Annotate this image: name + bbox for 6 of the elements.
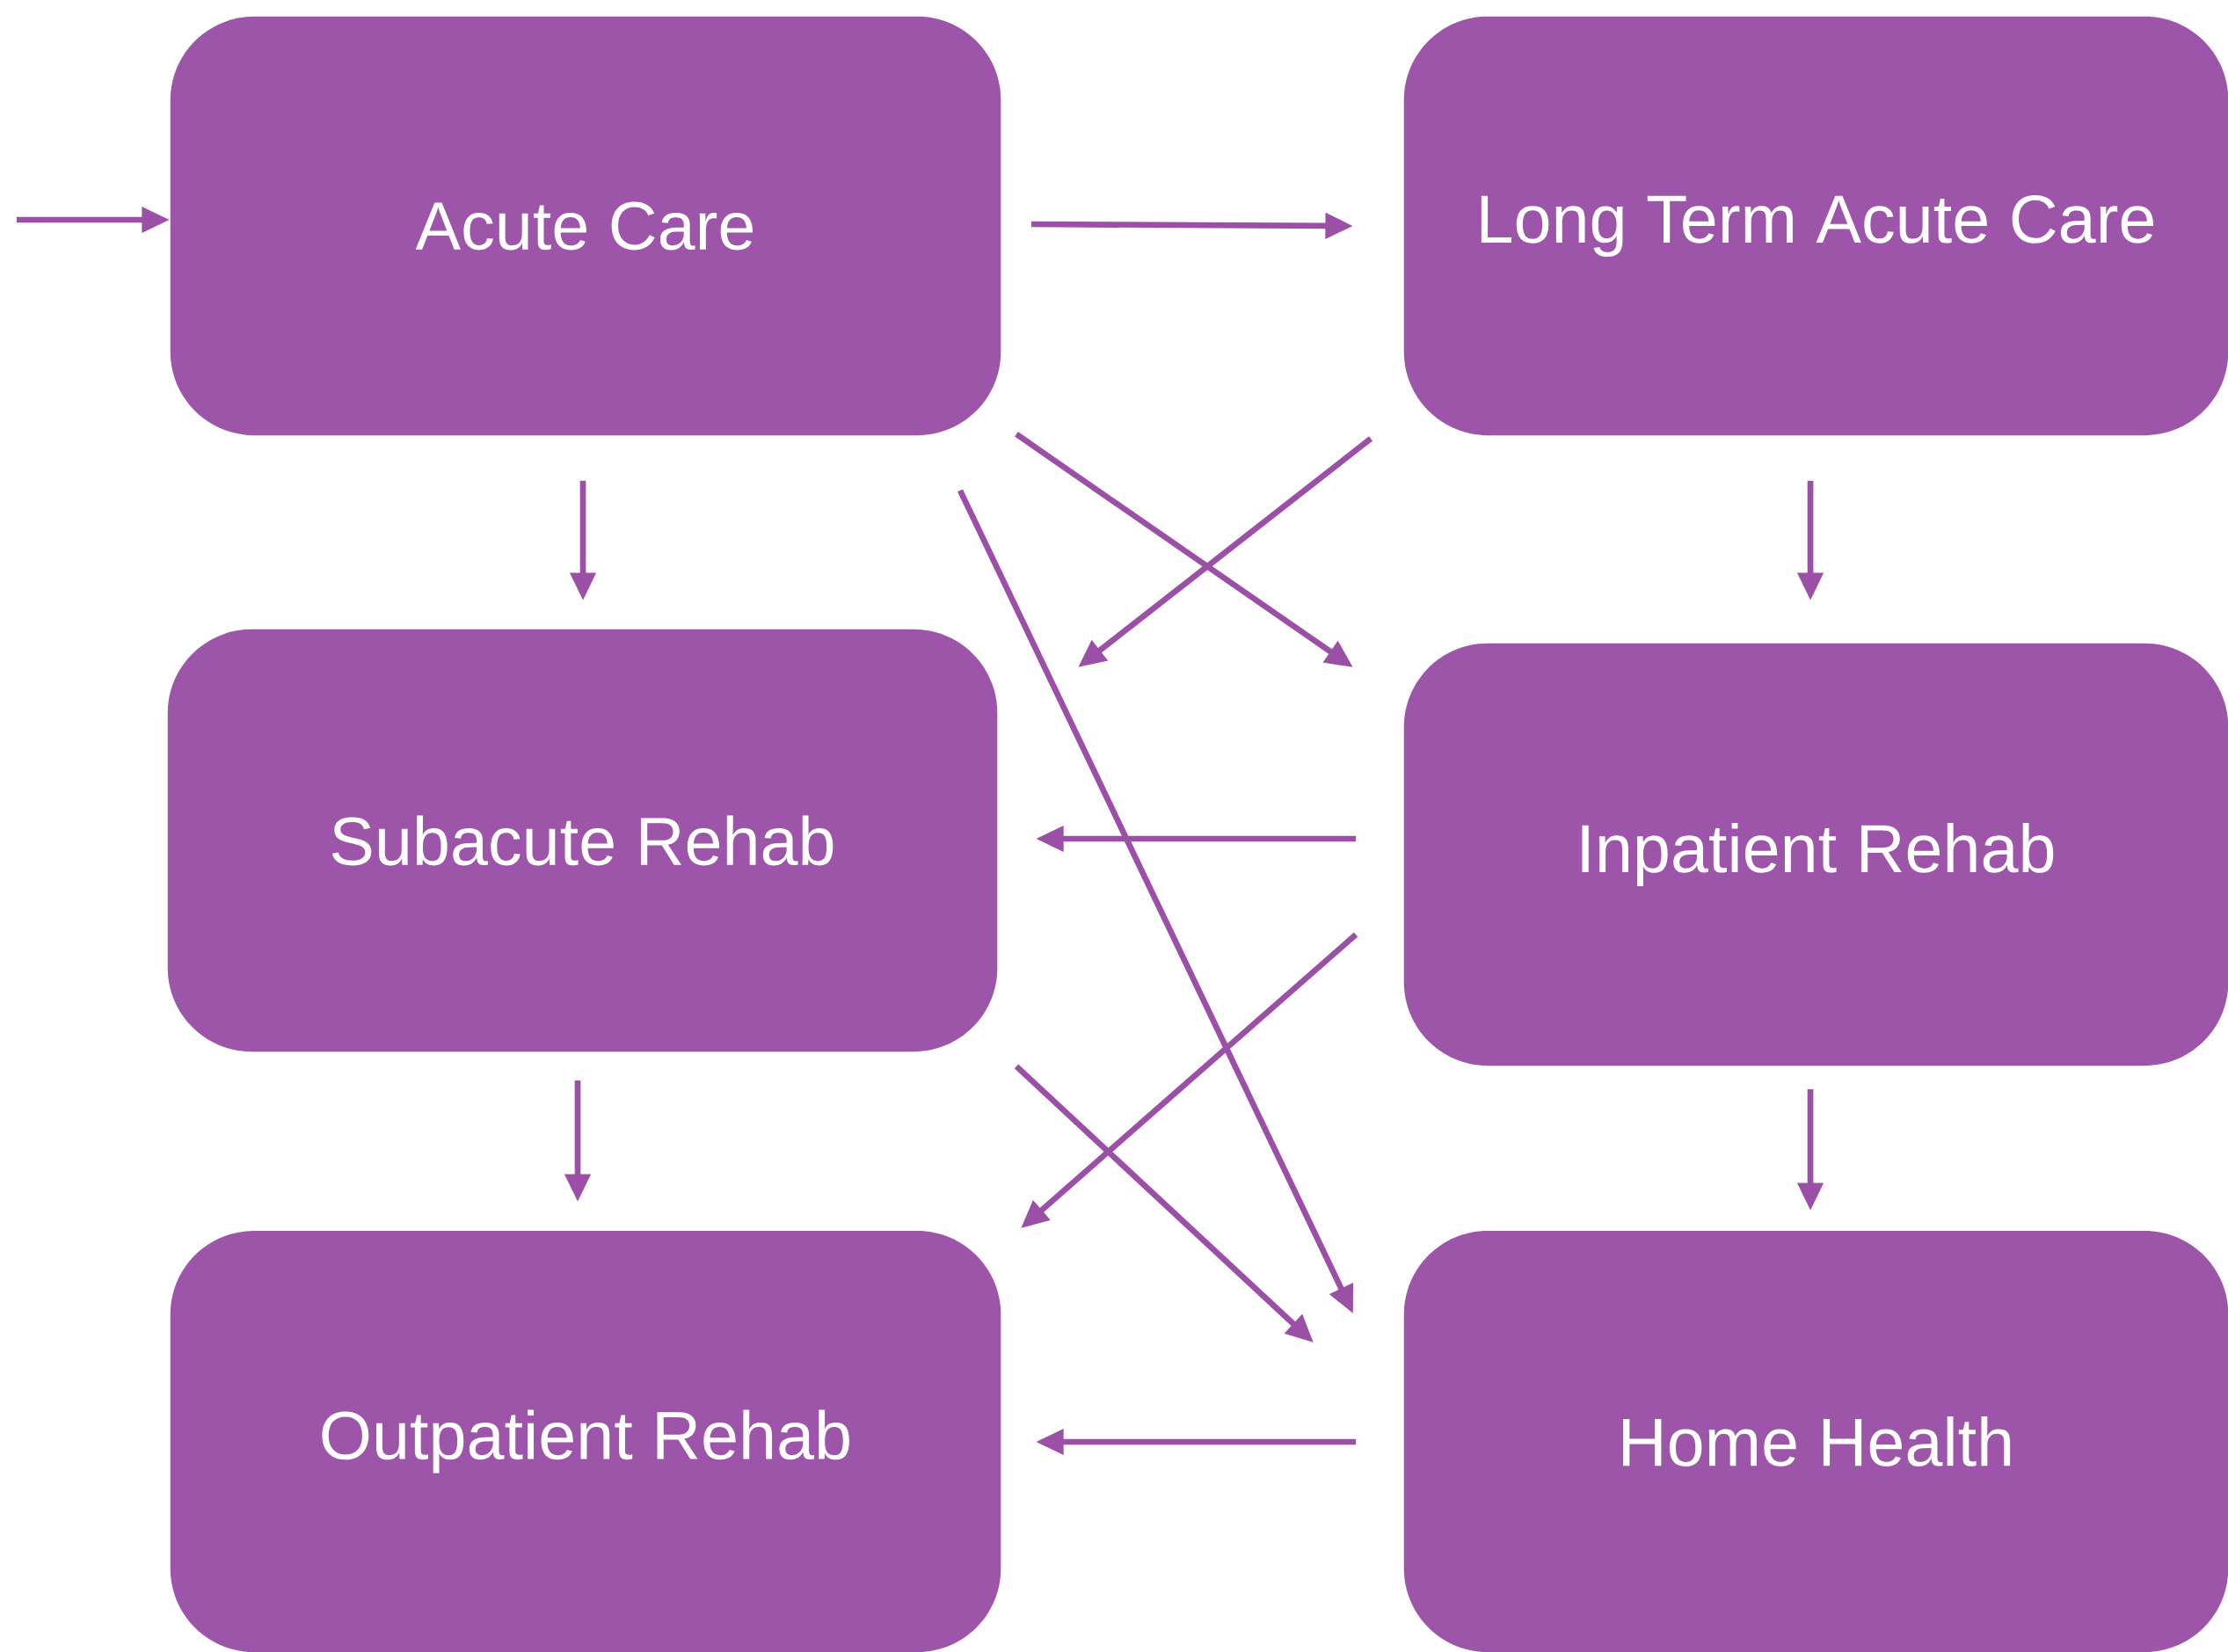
process-box: Long Term Acute Care	[1403, 16, 2228, 436]
process-box: Outpatient Rehab	[170, 1230, 1001, 1652]
process-box: Acute Care	[170, 16, 1001, 436]
process-box: Subacute Rehab	[167, 629, 998, 1052]
process-box: Inpatient Rehab	[1403, 643, 2228, 1066]
process-box: Home Health	[1403, 1230, 2228, 1652]
